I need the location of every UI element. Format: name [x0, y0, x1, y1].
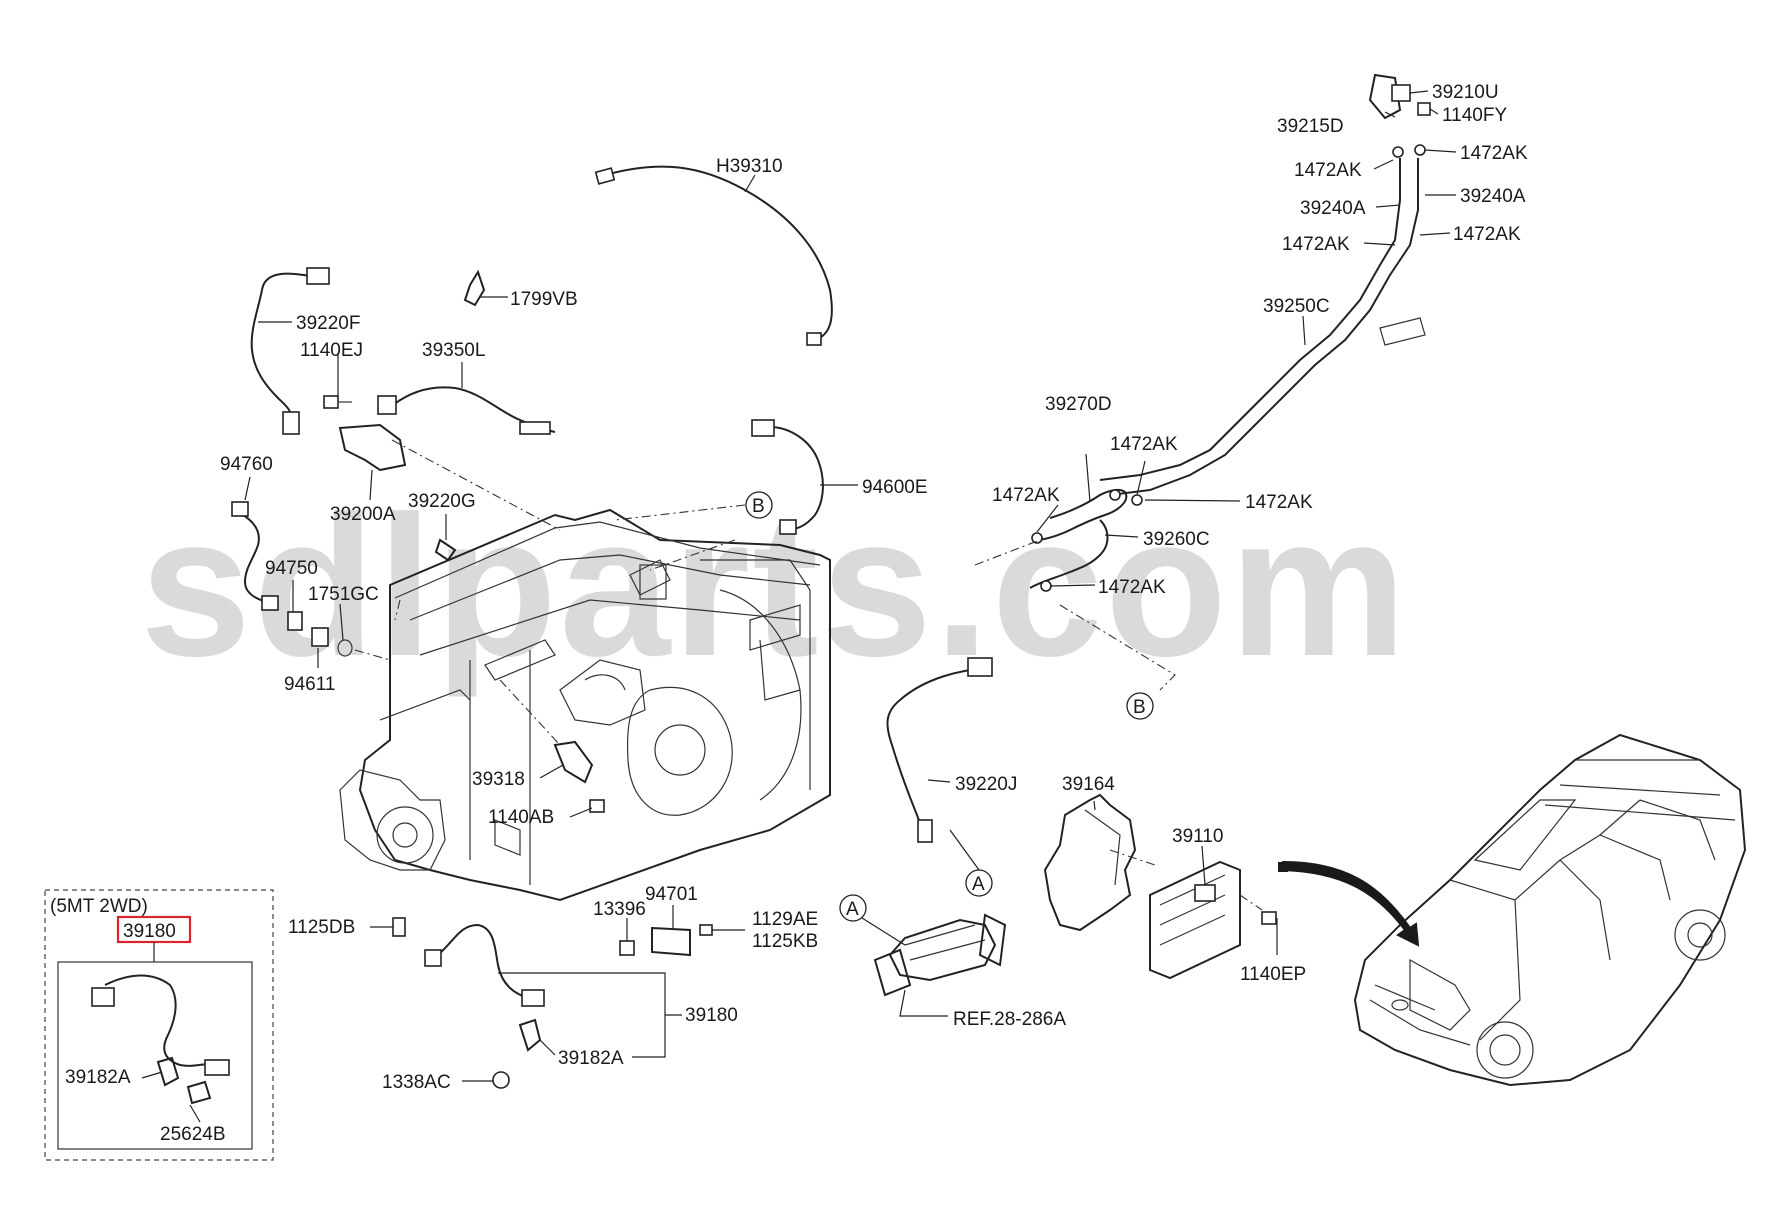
sensor-parts-left [231, 165, 833, 813]
part-labels: H39310 1799VB 39220F 1140EJ 39350L 94760… [220, 82, 1528, 1093]
label-1140ej: 1140EJ [300, 340, 363, 361]
label-1472ak-6: 1472AK [992, 485, 1060, 506]
engine-assembly [339, 508, 831, 902]
label-39350l: 39350L [422, 340, 485, 361]
marker-b-upper-label: B [752, 496, 765, 517]
label-39164: 39164 [1062, 774, 1115, 795]
label-1472ak-5: 1472AK [1110, 434, 1178, 455]
vehicle-illustration [1353, 733, 1747, 1087]
marker-b-upper [745, 491, 773, 519]
catalytic-converter-parts [873, 657, 1007, 997]
label-39220j: 39220J [955, 774, 1017, 795]
label-39220f: 39220F [296, 313, 360, 334]
label-94750: 94750 [265, 558, 318, 579]
label-39182a: 39182A [558, 1048, 624, 1069]
label-39180: 39180 [685, 1005, 738, 1026]
marker-b-lower-label: B [1133, 697, 1146, 718]
variant-part-25624b: 25624B [160, 1124, 226, 1145]
label-39220g: 39220G [408, 491, 476, 512]
label-39240a-1: 39240A [1460, 186, 1526, 207]
label-39110: 39110 [1172, 826, 1223, 847]
variant-part-39182a: 39182A [65, 1067, 131, 1088]
label-1472ak-3: 1472AK [1453, 224, 1521, 245]
label-1472ak-2: 1472AK [1294, 160, 1362, 181]
label-39240a-2: 39240A [1300, 198, 1366, 219]
label-1140ep: 1140EP [1240, 964, 1306, 985]
marker-b-lower [1126, 692, 1154, 720]
label-94701: 94701 [645, 884, 698, 905]
variant-highlighted-part: 39180 [123, 921, 176, 942]
marker-a-right-label: A [972, 874, 985, 895]
label-39200a: 39200A [330, 504, 396, 525]
watermark: sdlparts.com [140, 475, 1409, 698]
label-94611: 94611 [284, 674, 335, 695]
label-1472ak-7: 1472AK [1245, 492, 1313, 513]
label-39250c: 39250C [1263, 296, 1330, 317]
label-94760: 94760 [220, 454, 273, 475]
label-13396: 13396 [593, 899, 646, 920]
section-markers: B B A A [745, 491, 1154, 946]
label-39210u: 39210U [1432, 82, 1499, 103]
label-h39310: H39310 [716, 156, 783, 177]
label-1472ak-4: 1472AK [1282, 234, 1350, 255]
ecu-assembly [1043, 793, 1277, 980]
label-1338ac: 1338AC [382, 1072, 451, 1093]
marker-a-left-label: A [846, 899, 859, 920]
label-1472ak-8: 1472AK [1098, 577, 1166, 598]
label-1125db: 1125DB [288, 917, 355, 938]
label-1799vb: 1799VB [510, 289, 578, 310]
label-1125kb: 1125KB [752, 931, 818, 952]
label-39270d: 39270D [1045, 394, 1112, 415]
label-39318: 39318 [472, 769, 525, 790]
label-39260c: 39260C [1143, 529, 1210, 550]
label-1751gc: 1751GC [308, 584, 379, 605]
label-1140ab: 1140AB [488, 807, 554, 828]
sensor-parts-bottom [392, 917, 713, 1089]
label-1472ak-1: 1472AK [1460, 143, 1528, 164]
variant-title: (5MT 2WD) [50, 896, 148, 917]
label-1129ae: 1129AE [752, 909, 818, 930]
label-39215d: 39215D [1277, 116, 1344, 137]
leader-lines [244, 90, 1457, 1082]
variant-box: (5MT 2WD) 39180 39182A 25624B [44, 889, 274, 1161]
label-94600e: 94600E [862, 477, 928, 498]
pointer-arrow [1282, 860, 1420, 947]
label-ref-28-286a: REF.28-286A [953, 1009, 1066, 1030]
reference-lines [354, 439, 1263, 911]
label-1140fy: 1140FY [1442, 105, 1507, 126]
marker-a-left [839, 894, 867, 922]
